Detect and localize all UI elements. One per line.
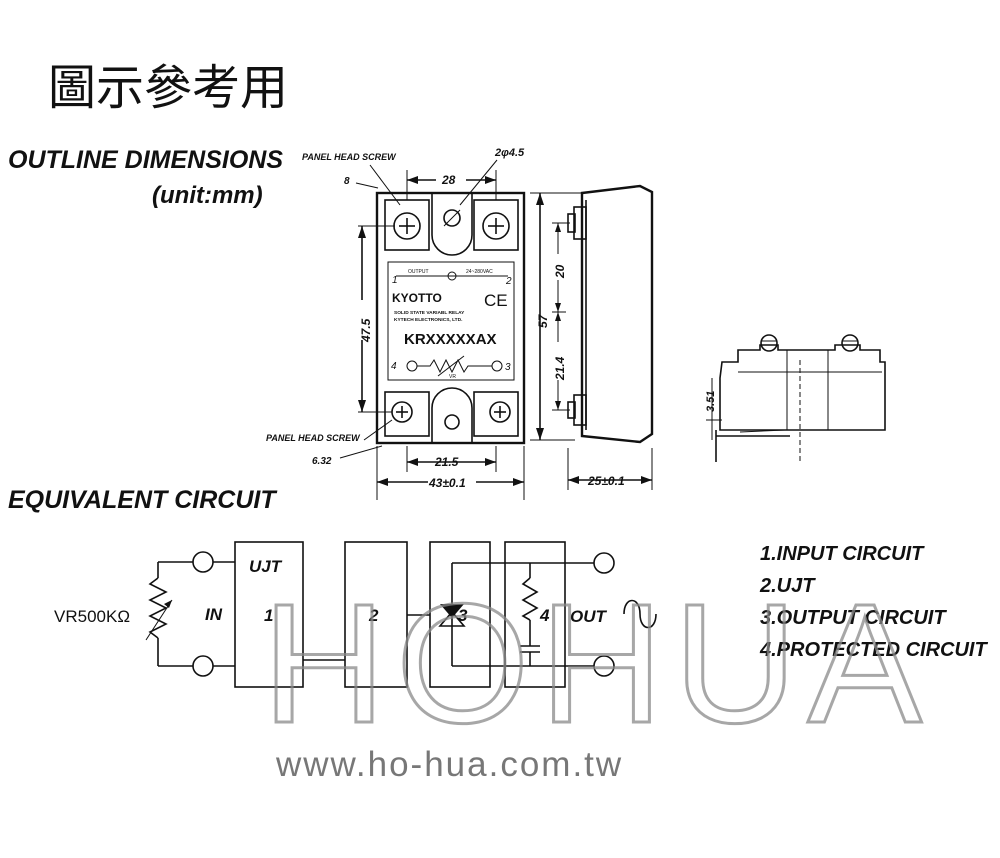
- protect-resistor-icon: [521, 577, 539, 621]
- dim-28: 28: [441, 173, 456, 187]
- terminal-1-label: 1: [392, 275, 398, 286]
- block-1-number: 1: [264, 606, 273, 625]
- panel-screw-bottom-label: PANEL HEAD SCREW: [266, 433, 361, 443]
- relay-subtitle-2: KYTECH ELECTRONICS, LTD.: [394, 317, 462, 323]
- block-input-circuit: [234, 541, 304, 688]
- panel-screw-top-label: PANEL HEAD SCREW: [302, 152, 397, 162]
- dim-43: 43±0.1: [428, 476, 466, 490]
- mounting-hole-icon: [444, 414, 460, 430]
- screw-size-bottom: 6.32: [312, 456, 332, 467]
- input-terminal-top: [192, 551, 214, 573]
- circuit-title: EQUIVALENT CIRCUIT: [8, 486, 278, 514]
- terminal-3-label: 3: [505, 362, 511, 373]
- block-2-number: 2: [368, 606, 379, 625]
- terminal-screw-icon: [482, 212, 510, 240]
- dim-20: 20: [553, 264, 567, 279]
- vr-label: VR: [449, 374, 456, 380]
- outline-unit: (unit:mm): [152, 182, 263, 209]
- outline-title: OUTLINE DIMENSIONS: [8, 146, 283, 174]
- page-title: 圖示參考用: [48, 62, 288, 115]
- dim-3-51: 3.51: [705, 391, 717, 412]
- hole-spec-label: 2φ4.5: [494, 147, 525, 159]
- vr-resistor-icon: [148, 577, 168, 639]
- dim-57: 57: [536, 313, 550, 328]
- ce-mark: CE: [484, 291, 508, 310]
- voltage-label: 24~280VAC: [466, 269, 493, 275]
- output-label: OUTPUT: [408, 269, 429, 275]
- model-label: KRXXXXXAX: [404, 331, 497, 348]
- legend-item-1: 1.INPUT CIRCUIT: [760, 543, 925, 565]
- dim-21-5: 21.5: [434, 455, 459, 469]
- output-terminal-bottom: [593, 655, 615, 677]
- terminal-4-label: 4: [391, 361, 397, 372]
- circuit-legend: 1.INPUT CIRCUIT 2.UJT 3.OUTPUT CIRCUIT 4…: [759, 543, 988, 661]
- front-dimensions: PANEL HEAD SCREW 8 2φ4.5 28 47.5 PANEL H…: [266, 147, 525, 500]
- legend-item-2: 2.UJT: [759, 575, 816, 597]
- legend-item-4: 4.PROTECTED CIRCUIT: [759, 639, 988, 661]
- side-dimensions: 57 20 21.4 25±0.1: [530, 192, 653, 490]
- mounting-hole-icon: [443, 209, 461, 227]
- dim-47-5: 47.5: [359, 318, 373, 343]
- dim-25: 25±0.1: [587, 474, 625, 488]
- relay-outline: [375, 191, 526, 445]
- output-terminal-top: [593, 552, 615, 574]
- ac-wave-icon: [623, 599, 657, 629]
- brand-label: KYOTTO: [392, 291, 442, 305]
- terminal-2-label: 2: [505, 276, 512, 287]
- watermark-url: www.ho-hua.com.tw: [275, 745, 623, 784]
- block-protected-circuit: [504, 541, 566, 688]
- relay-front-view: 1 2 OUTPUT 24~280VAC KYOTTO CE SOLID STA…: [375, 191, 526, 445]
- out-label: OUT: [570, 607, 608, 626]
- input-terminal-bottom: [192, 655, 214, 677]
- terminal-detail-view: 3.51: [705, 334, 886, 462]
- block-output-circuit: [429, 541, 491, 688]
- watermark-brand: HOHUA: [262, 569, 932, 759]
- relay-side-view: [567, 184, 654, 444]
- vr-label-circuit: VR500KΩ: [54, 607, 130, 626]
- equivalent-circuit: VR500KΩ IN UJT 1 2 3 4 OUT: [54, 541, 657, 688]
- dim-21-4: 21.4: [553, 356, 567, 381]
- terminal-screw-icon: [489, 401, 511, 423]
- relay-label-area: [387, 261, 515, 381]
- block-4-number: 4: [539, 606, 550, 625]
- legend-item-3: 3.OUTPUT CIRCUIT: [760, 607, 947, 629]
- in-label: IN: [205, 605, 223, 624]
- ujt-label: UJT: [249, 557, 283, 576]
- screw-size-top: 8: [344, 176, 350, 187]
- relay-subtitle-1: SOLID STATE VARIABL RELAY: [394, 310, 465, 316]
- block-3-number: 3: [458, 606, 468, 625]
